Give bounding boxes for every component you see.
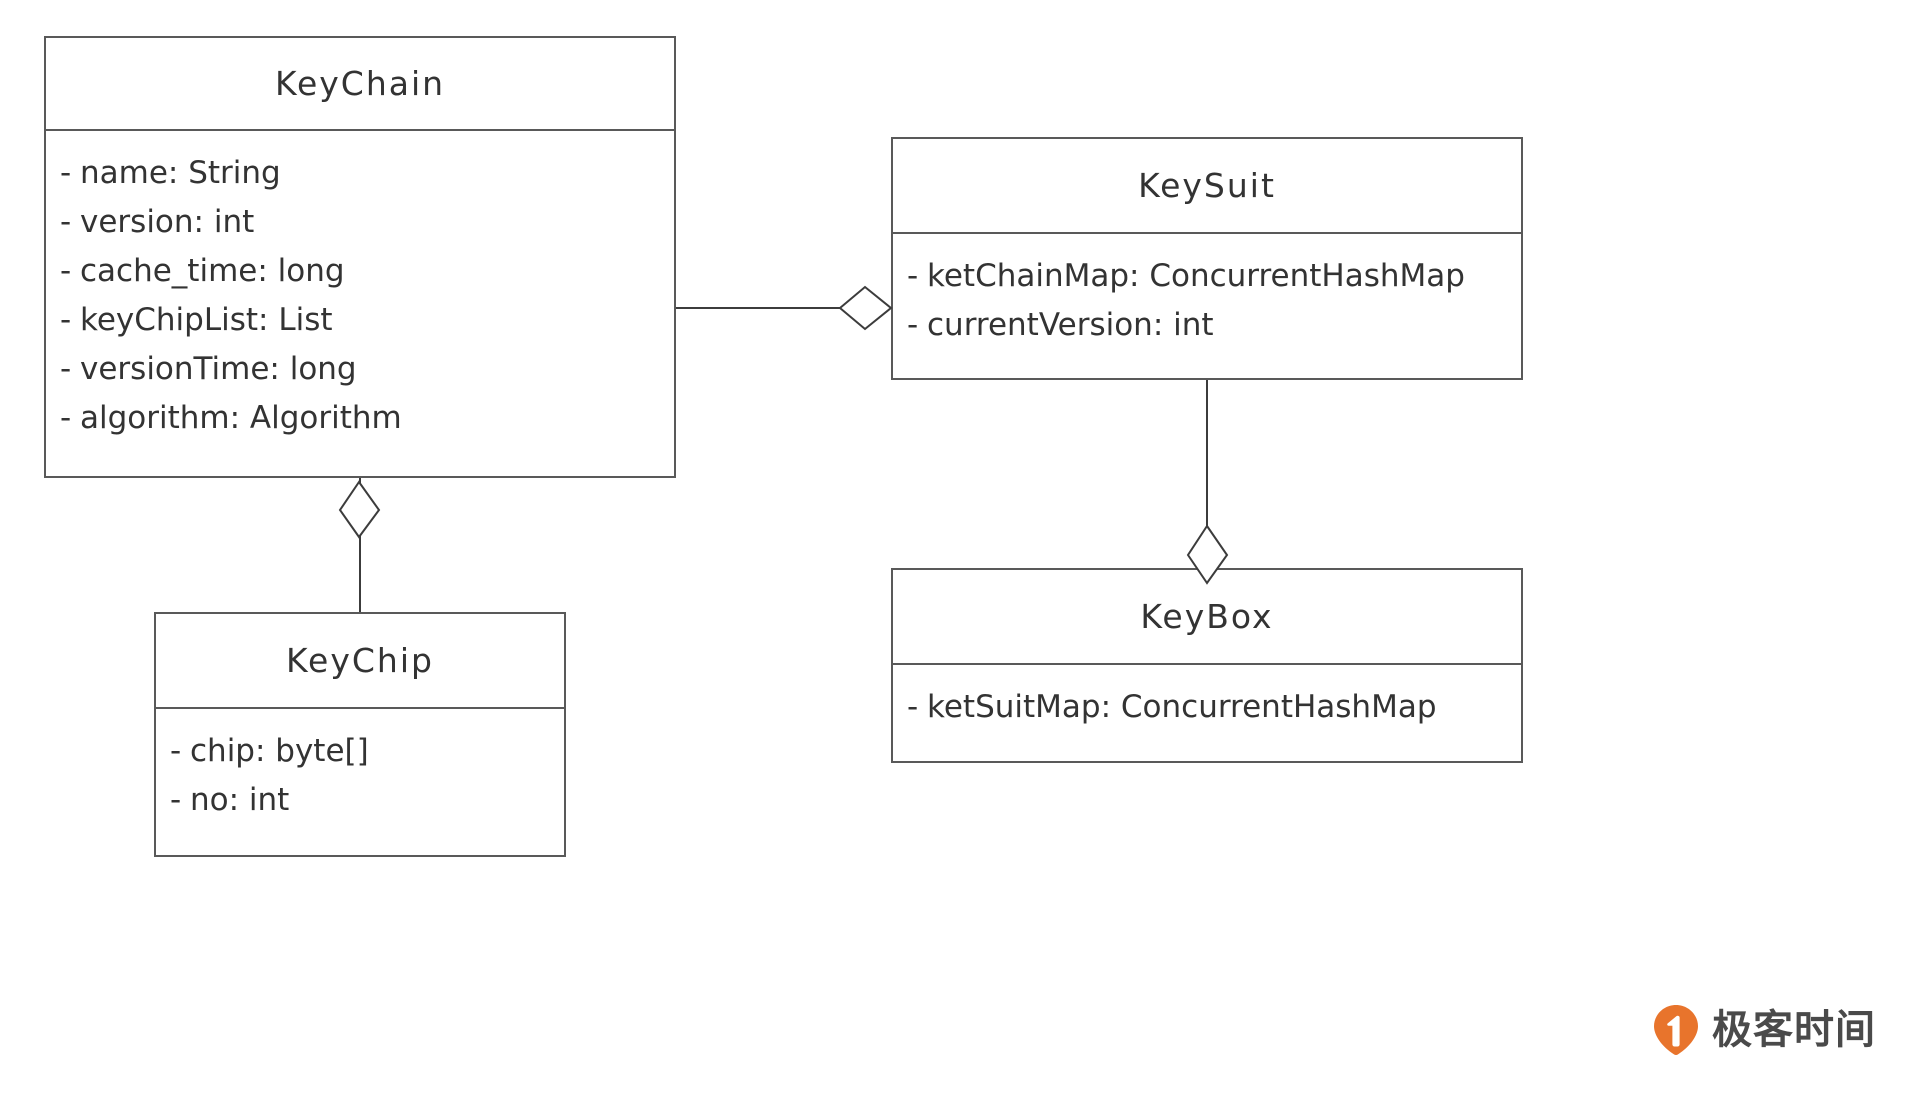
watermark-brand-text: 极客时间 bbox=[1712, 1007, 1876, 1053]
visibility-marker: - bbox=[60, 253, 72, 289]
attribute-row: - algorithm: Algorithm bbox=[46, 394, 674, 443]
attribute-row: - versionTime: long bbox=[46, 345, 674, 394]
attribute-row: - chip: byte[] bbox=[156, 727, 564, 776]
visibility-marker: - bbox=[170, 733, 182, 769]
watermark: 极客时间 bbox=[1652, 1004, 1876, 1056]
aggregation-diamond-keysuit bbox=[838, 285, 893, 331]
visibility-marker: - bbox=[907, 689, 919, 725]
visibility-marker: - bbox=[60, 155, 72, 191]
class-name-keybox: KeyBox bbox=[893, 570, 1521, 665]
attribute-row: - ketSuitMap: ConcurrentHashMap bbox=[893, 683, 1521, 732]
attribute-text: ketSuitMap: ConcurrentHashMap bbox=[927, 689, 1437, 725]
attribute-text: cache_time: long bbox=[80, 253, 345, 289]
attribute-row: - cache_time: long bbox=[46, 247, 674, 296]
class-name-keychain: KeyChain bbox=[46, 38, 674, 131]
attribute-row: - no: int bbox=[156, 776, 564, 825]
attribute-list-keychip: - chip: byte[] - no: int bbox=[156, 709, 564, 835]
connector-keychain-keychip bbox=[359, 478, 361, 612]
visibility-marker: - bbox=[170, 782, 182, 818]
location-pin-logo-icon bbox=[1654, 1005, 1698, 1055]
attribute-text: chip: byte[] bbox=[190, 733, 369, 769]
class-box-keybox[interactable]: KeyBox - ketSuitMap: ConcurrentHashMap bbox=[891, 568, 1523, 763]
class-name-keychip: KeyChip bbox=[156, 614, 564, 709]
attribute-row: - currentVersion: int bbox=[893, 301, 1521, 350]
visibility-marker: - bbox=[60, 351, 72, 387]
visibility-marker: - bbox=[60, 400, 72, 436]
attribute-text: version: int bbox=[80, 204, 255, 240]
attribute-text: algorithm: Algorithm bbox=[80, 400, 402, 436]
class-box-keychip[interactable]: KeyChip - chip: byte[] - no: int bbox=[154, 612, 566, 857]
attribute-row: - ketChainMap: ConcurrentHashMap bbox=[893, 252, 1521, 301]
class-box-keychain[interactable]: KeyChain - name: String - version: int -… bbox=[44, 36, 676, 478]
attribute-list-keybox: - ketSuitMap: ConcurrentHashMap bbox=[893, 665, 1521, 742]
attribute-row: - keyChipList: List bbox=[46, 296, 674, 345]
visibility-marker: - bbox=[60, 204, 72, 240]
connector-keysuit-keybox bbox=[1206, 380, 1208, 568]
attribute-text: versionTime: long bbox=[80, 351, 357, 387]
attribute-text: ketChainMap: ConcurrentHashMap bbox=[927, 258, 1465, 294]
attribute-text: no: int bbox=[190, 782, 290, 818]
connector-keychain-keysuit bbox=[676, 307, 891, 309]
visibility-marker: - bbox=[60, 302, 72, 338]
attribute-text: currentVersion: int bbox=[927, 307, 1214, 343]
attribute-text: name: String bbox=[80, 155, 281, 191]
attribute-row: - name: String bbox=[46, 149, 674, 198]
class-box-keysuit[interactable]: KeySuit - ketChainMap: ConcurrentHashMap… bbox=[891, 137, 1523, 380]
visibility-marker: - bbox=[907, 307, 919, 343]
attribute-list-keysuit: - ketChainMap: ConcurrentHashMap - curre… bbox=[893, 234, 1521, 360]
class-name-keysuit: KeySuit bbox=[893, 139, 1521, 234]
attribute-list-keychain: - name: String - version: int - cache_ti… bbox=[46, 131, 674, 453]
aggregation-diamond-keybox bbox=[1186, 524, 1229, 585]
attribute-row: - version: int bbox=[46, 198, 674, 247]
attribute-text: keyChipList: List bbox=[80, 302, 333, 338]
visibility-marker: - bbox=[907, 258, 919, 294]
aggregation-diamond-keychain bbox=[338, 480, 381, 539]
